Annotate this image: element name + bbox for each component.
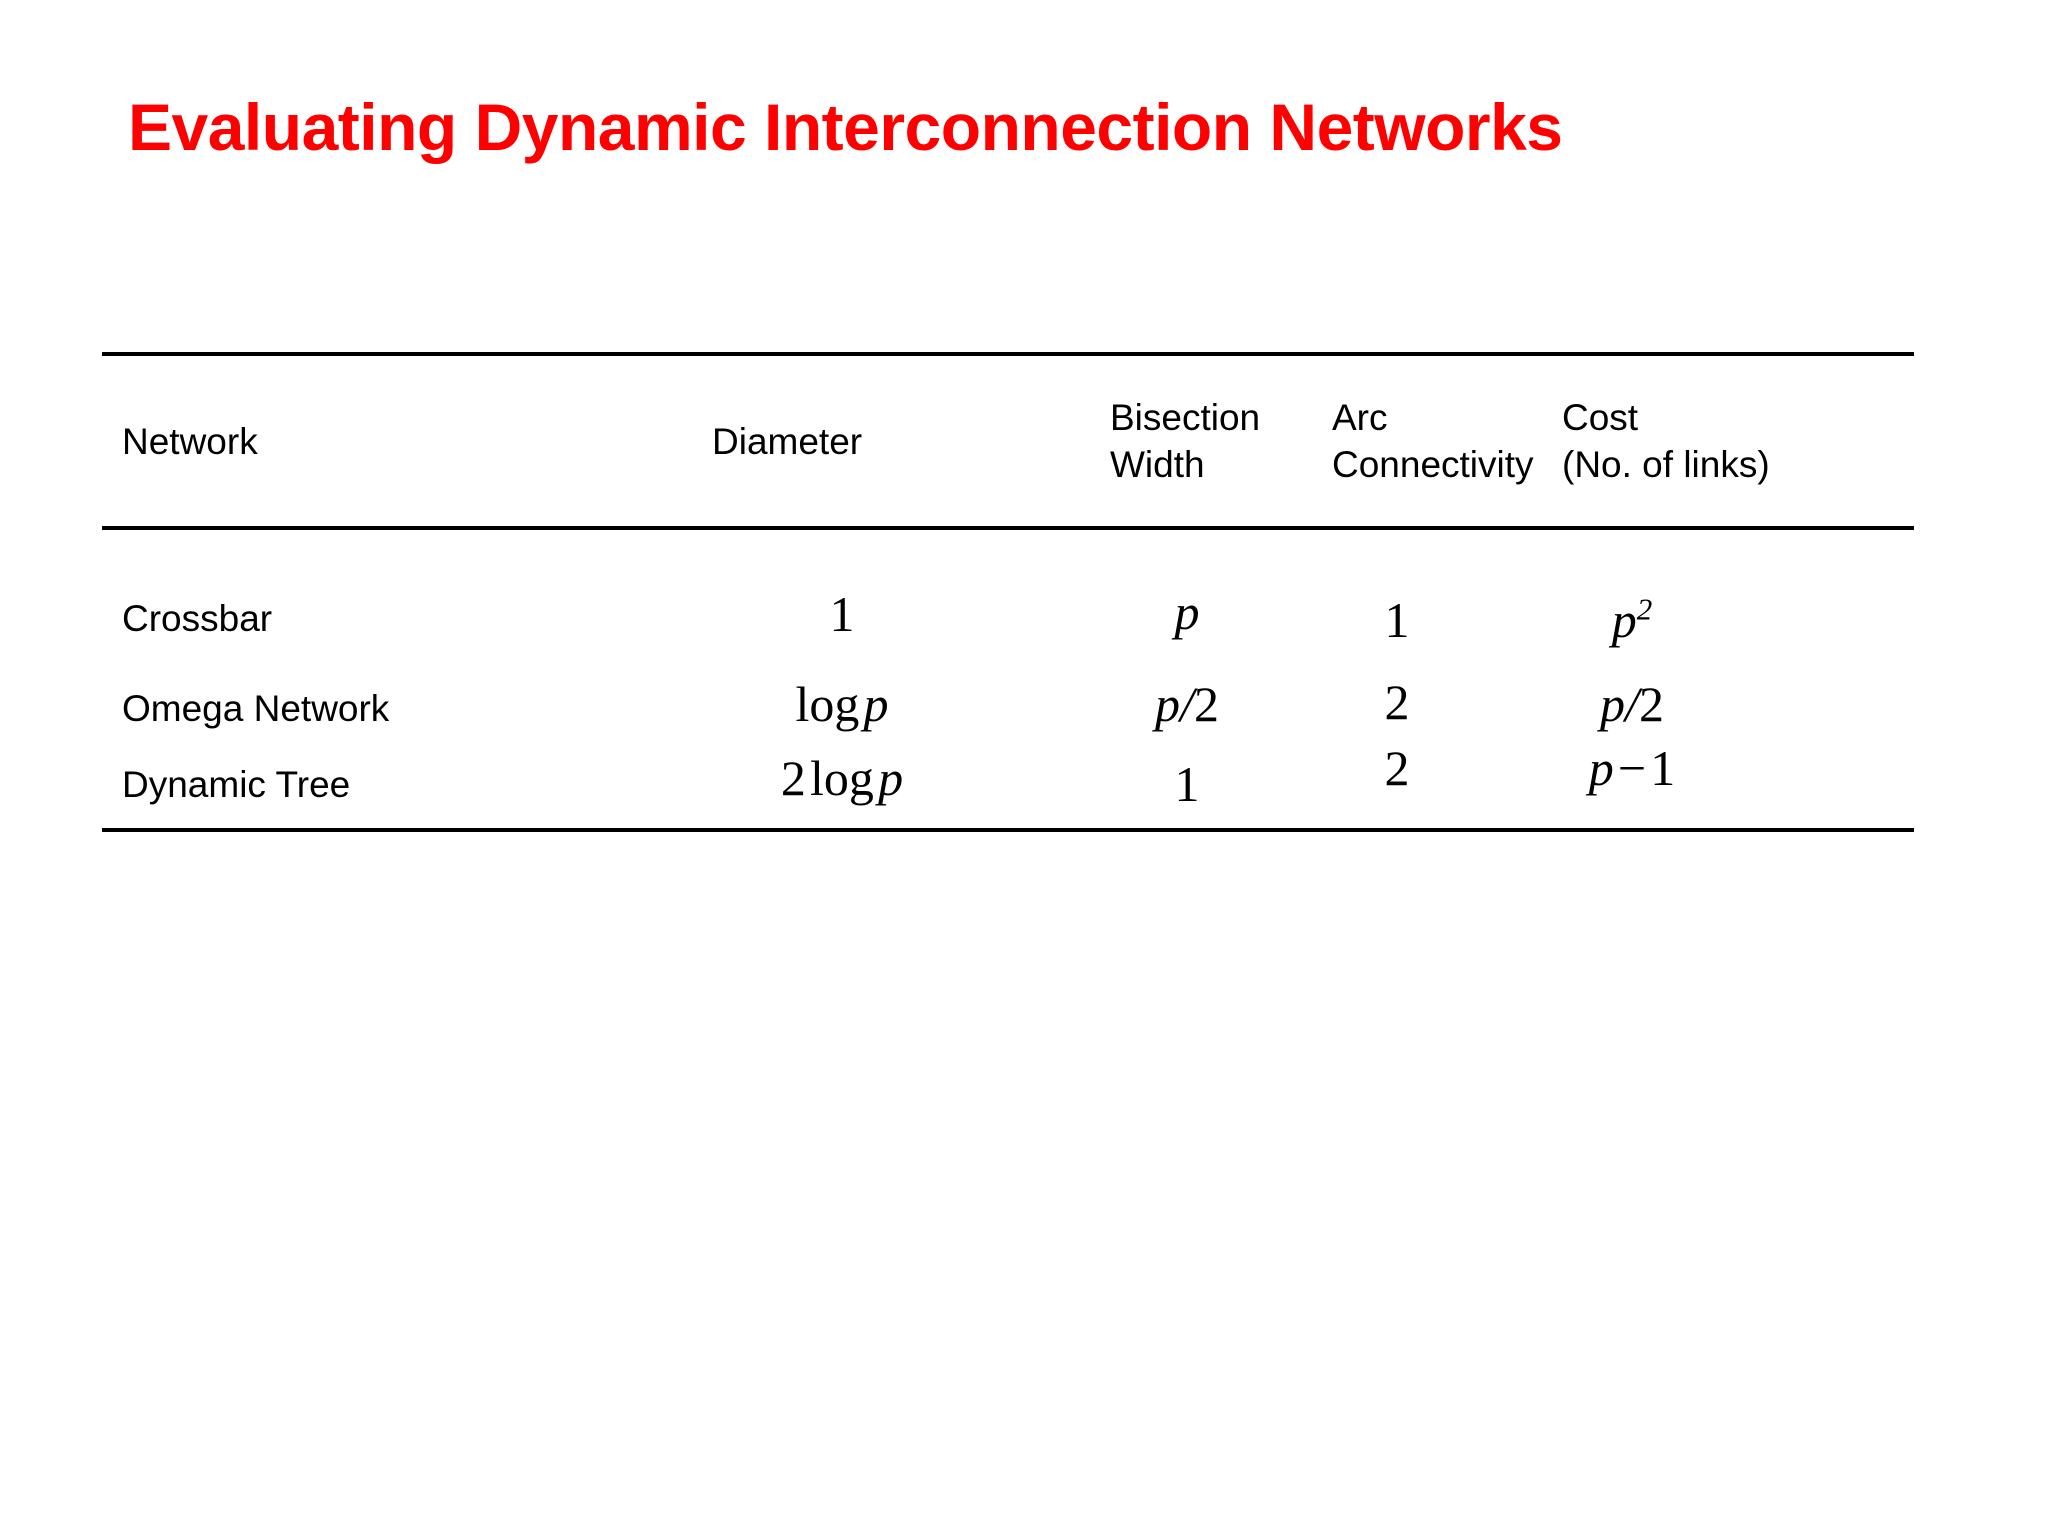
cell-network-omega: Omega Network: [122, 688, 390, 729]
column-header-diameter-line1: Diameter: [712, 420, 863, 462]
cell-cost-crossbar: p2: [1611, 591, 1653, 648]
table-row: Dynamic Tree: [122, 764, 350, 806]
cell-diameter-crossbar: 1: [830, 588, 855, 640]
table-rule-middle: [102, 526, 1914, 530]
column-header-cost-line2: (No. of links): [1562, 444, 1770, 485]
column-header-bisection-line2: Width: [1110, 444, 1205, 485]
table-rule-bottom: [102, 828, 1914, 832]
column-header-cost-line1: Cost: [1562, 397, 1639, 438]
cell-cost-omega: p/2: [1600, 676, 1664, 732]
column-header-bisection-line1: Bisection: [1110, 397, 1261, 438]
cell-diameter-omega: log p: [795, 676, 889, 732]
diameter-crossbar-value: 1: [829, 586, 855, 642]
cell-arc-dynamic-tree: 2: [1385, 742, 1410, 794]
cell-network-dynamic-tree: Dynamic Tree: [122, 764, 351, 805]
cell-bisection-omega: p/2: [1155, 676, 1219, 732]
arc-crossbar-value: 1: [1384, 592, 1410, 648]
column-header-arc-line2: Connectivity: [1332, 444, 1534, 485]
cell-network-crossbar: Crossbar: [122, 598, 273, 639]
comparison-table: Network Diameter Bisection Width Arc Con…: [102, 352, 1914, 832]
page-title: Evaluating Dynamic Interconnection Netwo…: [128, 90, 1563, 164]
column-header-bisection-width: Bisection Width: [1082, 356, 1304, 526]
column-header-arc-line1: Arc: [1332, 397, 1388, 438]
table-body: Crossbar Omega Network Dynamic Tree 1 lo…: [102, 530, 1914, 828]
arc-omega-value: 2: [1384, 674, 1410, 730]
cell-arc-crossbar: 1: [1385, 594, 1410, 646]
column-header-arc-connectivity: Arc Connectivity: [1304, 356, 1534, 526]
table-rule-top: [102, 352, 1914, 356]
column-header-cost: Cost (No. of links): [1534, 356, 1914, 526]
cell-cost-dynamic-tree: p − 1: [1588, 740, 1676, 796]
column-header-network-line1: Network: [122, 420, 258, 462]
cell-bisection-dynamic-tree: 1: [1175, 758, 1200, 810]
bisection-dynamic-tree-value: 1: [1174, 756, 1200, 812]
column-header-network: Network: [102, 356, 692, 526]
cell-diameter-dynamic-tree: 2 log p: [780, 750, 904, 806]
column-header-diameter: Diameter: [692, 356, 1082, 526]
cell-bisection-crossbar: p: [1174, 584, 1200, 640]
table-row: Crossbar: [122, 598, 272, 640]
table-header-row: Network Diameter Bisection Width Arc Con…: [102, 356, 1914, 526]
arc-dynamic-tree-value: 2: [1384, 740, 1410, 796]
table-row: Omega Network: [122, 688, 389, 730]
cell-arc-omega: 2: [1385, 676, 1410, 728]
